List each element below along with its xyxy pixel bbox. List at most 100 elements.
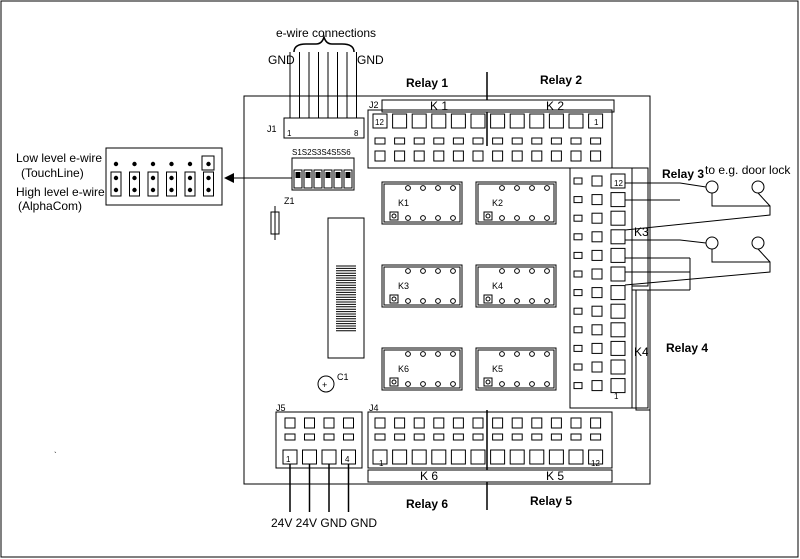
j5-label: J5 — [276, 403, 286, 413]
top-terminal-hole — [590, 150, 602, 162]
top-terminal-screw — [392, 113, 408, 129]
top-terminal-hole — [511, 150, 523, 162]
top-terminal-screw — [470, 113, 486, 129]
jumper-pin — [150, 187, 156, 193]
jumper-pin-grid — [110, 155, 215, 197]
jumper-pin — [132, 161, 137, 167]
jumper-cap — [203, 171, 214, 197]
right-terminal-slot — [573, 196, 583, 204]
bottom-terminal-hole — [394, 417, 406, 429]
relay-pin — [499, 298, 505, 304]
dip-switch — [323, 169, 333, 189]
right-terminal-hole — [591, 324, 603, 336]
switch-labels: S1S2S3S4S5S6 — [292, 148, 351, 157]
top-pin12-label: 12 — [375, 118, 384, 127]
bottom-terminal-screw — [411, 449, 427, 465]
relay-pin — [529, 215, 535, 221]
top-terminal-slot — [394, 137, 406, 145]
top-terminal-slot — [550, 137, 562, 145]
bottom-terminal-screw — [490, 449, 506, 465]
right-terminal-screw — [610, 229, 626, 245]
bottom-terminal-slot — [570, 433, 582, 441]
j2-label: J2 — [369, 100, 379, 110]
right-terminal-hole — [591, 231, 603, 243]
bottom-terminal-screw — [588, 449, 604, 465]
dip-switch-knob — [335, 172, 341, 178]
relay-inner — [383, 349, 461, 389]
bottom-terminal-hole — [531, 417, 543, 429]
top-terminal-slot — [452, 137, 464, 145]
j5-connector — [275, 411, 363, 469]
right-terminal-slot — [573, 289, 583, 297]
alphacom-label: (AlphaCom) — [18, 199, 82, 213]
relay-pin — [544, 215, 550, 221]
jumper-top-cap — [201, 155, 215, 171]
power-wires — [289, 464, 350, 512]
relay-pin — [450, 185, 456, 191]
jumper-pin — [169, 161, 174, 167]
bottom-terminal-hole — [452, 417, 464, 429]
relay-pin — [435, 298, 441, 304]
pointer-arrow-head — [224, 173, 234, 183]
right-terminal-slot — [573, 307, 583, 315]
top-terminal-hole — [472, 150, 484, 162]
bottom-k-label-bar — [367, 469, 613, 483]
j5-terminal-hole — [304, 417, 315, 429]
relay-pin-square-hole — [391, 379, 397, 385]
jumper-cap — [147, 171, 159, 197]
right-pin1-label: 1 — [614, 392, 619, 401]
relay-pin — [405, 351, 411, 357]
bottom-terminal-screw — [568, 449, 584, 465]
relay-pin-square — [389, 294, 399, 304]
relay-k3-label: K3 — [398, 281, 409, 291]
top-terminal-screw — [431, 113, 447, 129]
high-level-ewire-label: High level e-wire — [16, 185, 105, 199]
bottom-terminal-hole — [472, 417, 484, 429]
relay-pin-square-hole — [391, 213, 397, 219]
relay-pin — [420, 381, 426, 387]
relay-pin — [514, 268, 520, 274]
top-k-label-bar — [381, 99, 615, 113]
bottom-terminal-hole — [433, 417, 445, 429]
right-terminal-slot — [573, 382, 583, 390]
jumper-pin — [132, 175, 137, 181]
top-terminal-screw — [490, 113, 506, 129]
relay-pin-square-hole — [391, 296, 397, 302]
right-terminal-screw — [610, 266, 626, 282]
k4-bracket — [635, 289, 650, 411]
top-terminal-screw — [450, 113, 466, 129]
side-k4-label: K4 — [634, 345, 649, 359]
jumper-pin — [187, 175, 193, 181]
bottom-terminal-slot — [590, 433, 602, 441]
top-terminal-hole — [413, 150, 425, 162]
j5-pin4-label: 4 — [345, 455, 350, 464]
dip-switch — [293, 169, 303, 189]
relay-5-label: Relay 5 — [530, 494, 572, 508]
relay-inner — [477, 183, 555, 223]
relay-pin — [435, 351, 441, 357]
top-k1-label: K 1 — [430, 99, 448, 113]
top-terminal-screw — [568, 113, 584, 129]
relay-k5-label: K5 — [492, 364, 503, 374]
bottom-terminal-slot — [531, 433, 543, 441]
bottom-terminals — [372, 417, 604, 465]
top-terminal-slot — [570, 137, 582, 145]
relay-pin — [420, 185, 426, 191]
relay-inner — [477, 266, 555, 306]
jumper-pin — [169, 175, 174, 181]
top-terminal-slot — [433, 137, 445, 145]
top-terminal-hole — [374, 150, 386, 162]
right-terminal-slot — [573, 214, 583, 222]
touchline-label: (TouchLine) — [21, 166, 84, 180]
right-terminal-screw — [610, 210, 626, 226]
jumper-pin — [206, 175, 211, 181]
bottom-terminal-screw — [450, 449, 466, 465]
right-terminal-slot — [573, 177, 583, 185]
top-terminal-screw — [509, 113, 525, 129]
right-terminal-hole — [591, 361, 603, 373]
relay-pin — [405, 268, 411, 274]
j1-wires — [289, 52, 357, 118]
dip-switch — [333, 169, 343, 189]
bottom-terminal-slot — [550, 433, 562, 441]
